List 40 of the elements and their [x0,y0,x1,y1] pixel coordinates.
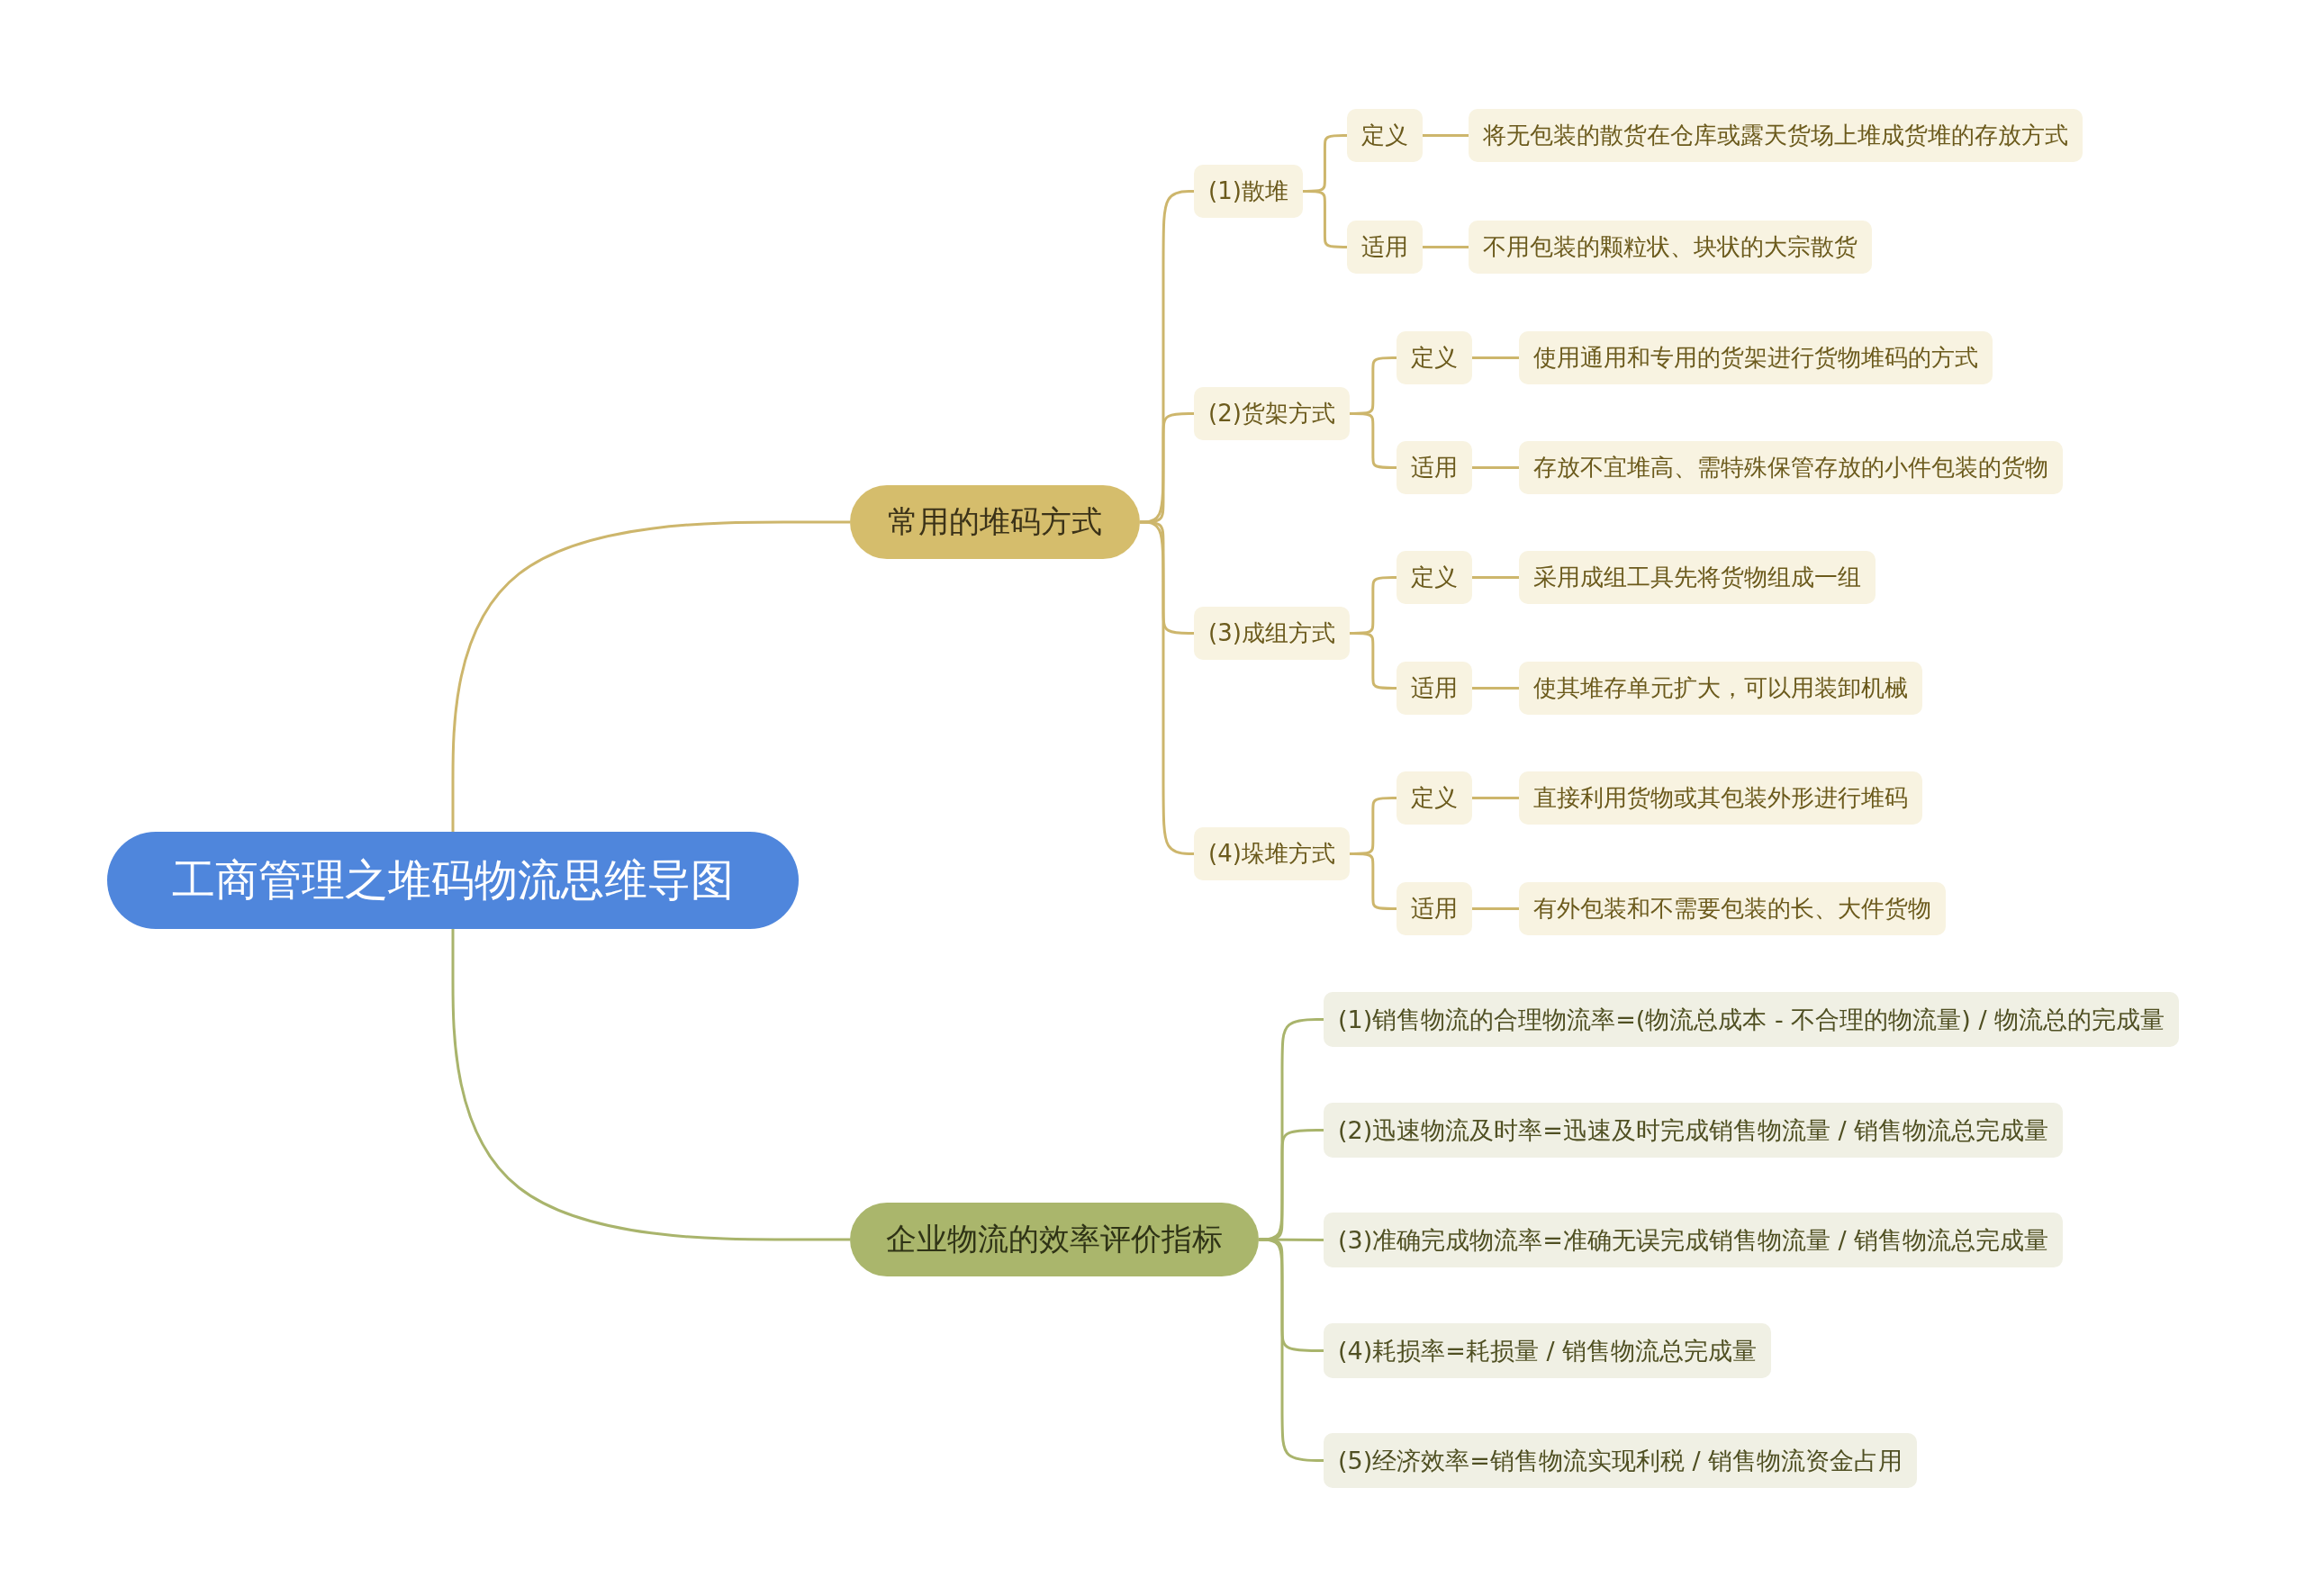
topic-box: 有外包装和不需要包装的长、大件货物 [1519,882,1946,935]
topic-box: 直接利用货物或其包装外形进行堆码 [1519,771,1922,825]
topic-box: (4)垛堆方式 [1194,827,1350,880]
topic-box: 存放不宜堆高、需特殊保管存放的小件包装的货物 [1519,441,2063,494]
topic-box: (3)成组方式 [1194,607,1350,660]
branch-topic: 常用的堆码方式 [850,485,1140,559]
topic-box: 不用包装的颗粒状、块状的大宗散货 [1469,221,1872,274]
topic-box: (1)散堆 [1194,165,1303,218]
topic-box: 适用 [1397,441,1472,494]
root-topic: 工商管理之堆码物流思维导图 [107,832,799,929]
connector-line [451,520,850,832]
connector-line [451,929,850,1241]
topic-box: (2)迅速物流及时率=迅速及时完成销售物流量 / 销售物流总完成量 [1324,1103,2064,1158]
topic-box: 适用 [1347,221,1423,274]
topic-box: 适用 [1397,882,1472,935]
topic-box: (4)耗损率=耗损量 / 销售物流总完成量 [1324,1323,1772,1378]
connector-line [1472,356,1519,359]
topic-box: (2)货架方式 [1194,387,1350,440]
connector-line [1472,907,1519,910]
topic-box: 定义 [1397,331,1472,384]
topic-box: 定义 [1397,771,1472,825]
topic-box: 使其堆存单元扩大，可以用装卸机械 [1519,662,1922,715]
connector-line [1140,520,1194,855]
topic-box: 适用 [1397,662,1472,715]
connector-line [1423,134,1469,137]
branch-topic: 企业物流的效率评价指标 [850,1203,1259,1276]
topic-box: 采用成组工具先将货物组成一组 [1519,551,1876,604]
connector-line [1423,246,1469,248]
topic-box: (3)准确完成物流率=准确无误完成销售物流量 / 销售物流总完成量 [1324,1213,2064,1267]
topic-box: 将无包装的散货在仓库或露天货场上堆成货堆的存放方式 [1469,109,2083,162]
connector-line [1472,466,1519,469]
topic-box: (1)销售物流的合理物流率=(物流总成本 - 不合理的物流量) / 物流总的完成量 [1324,992,2180,1047]
connector-line [1259,1238,1324,1462]
connector-line [1472,797,1519,799]
topic-box: 使用通用和专用的货架进行货物堆码的方式 [1519,331,1993,384]
topic-box: (5)经济效率=销售物流实现利税 / 销售物流资金占用 [1324,1433,1918,1488]
topic-box: 定义 [1397,551,1472,604]
connector-line [1472,687,1519,690]
connector-line [1472,576,1519,579]
topic-box: 定义 [1347,109,1423,162]
